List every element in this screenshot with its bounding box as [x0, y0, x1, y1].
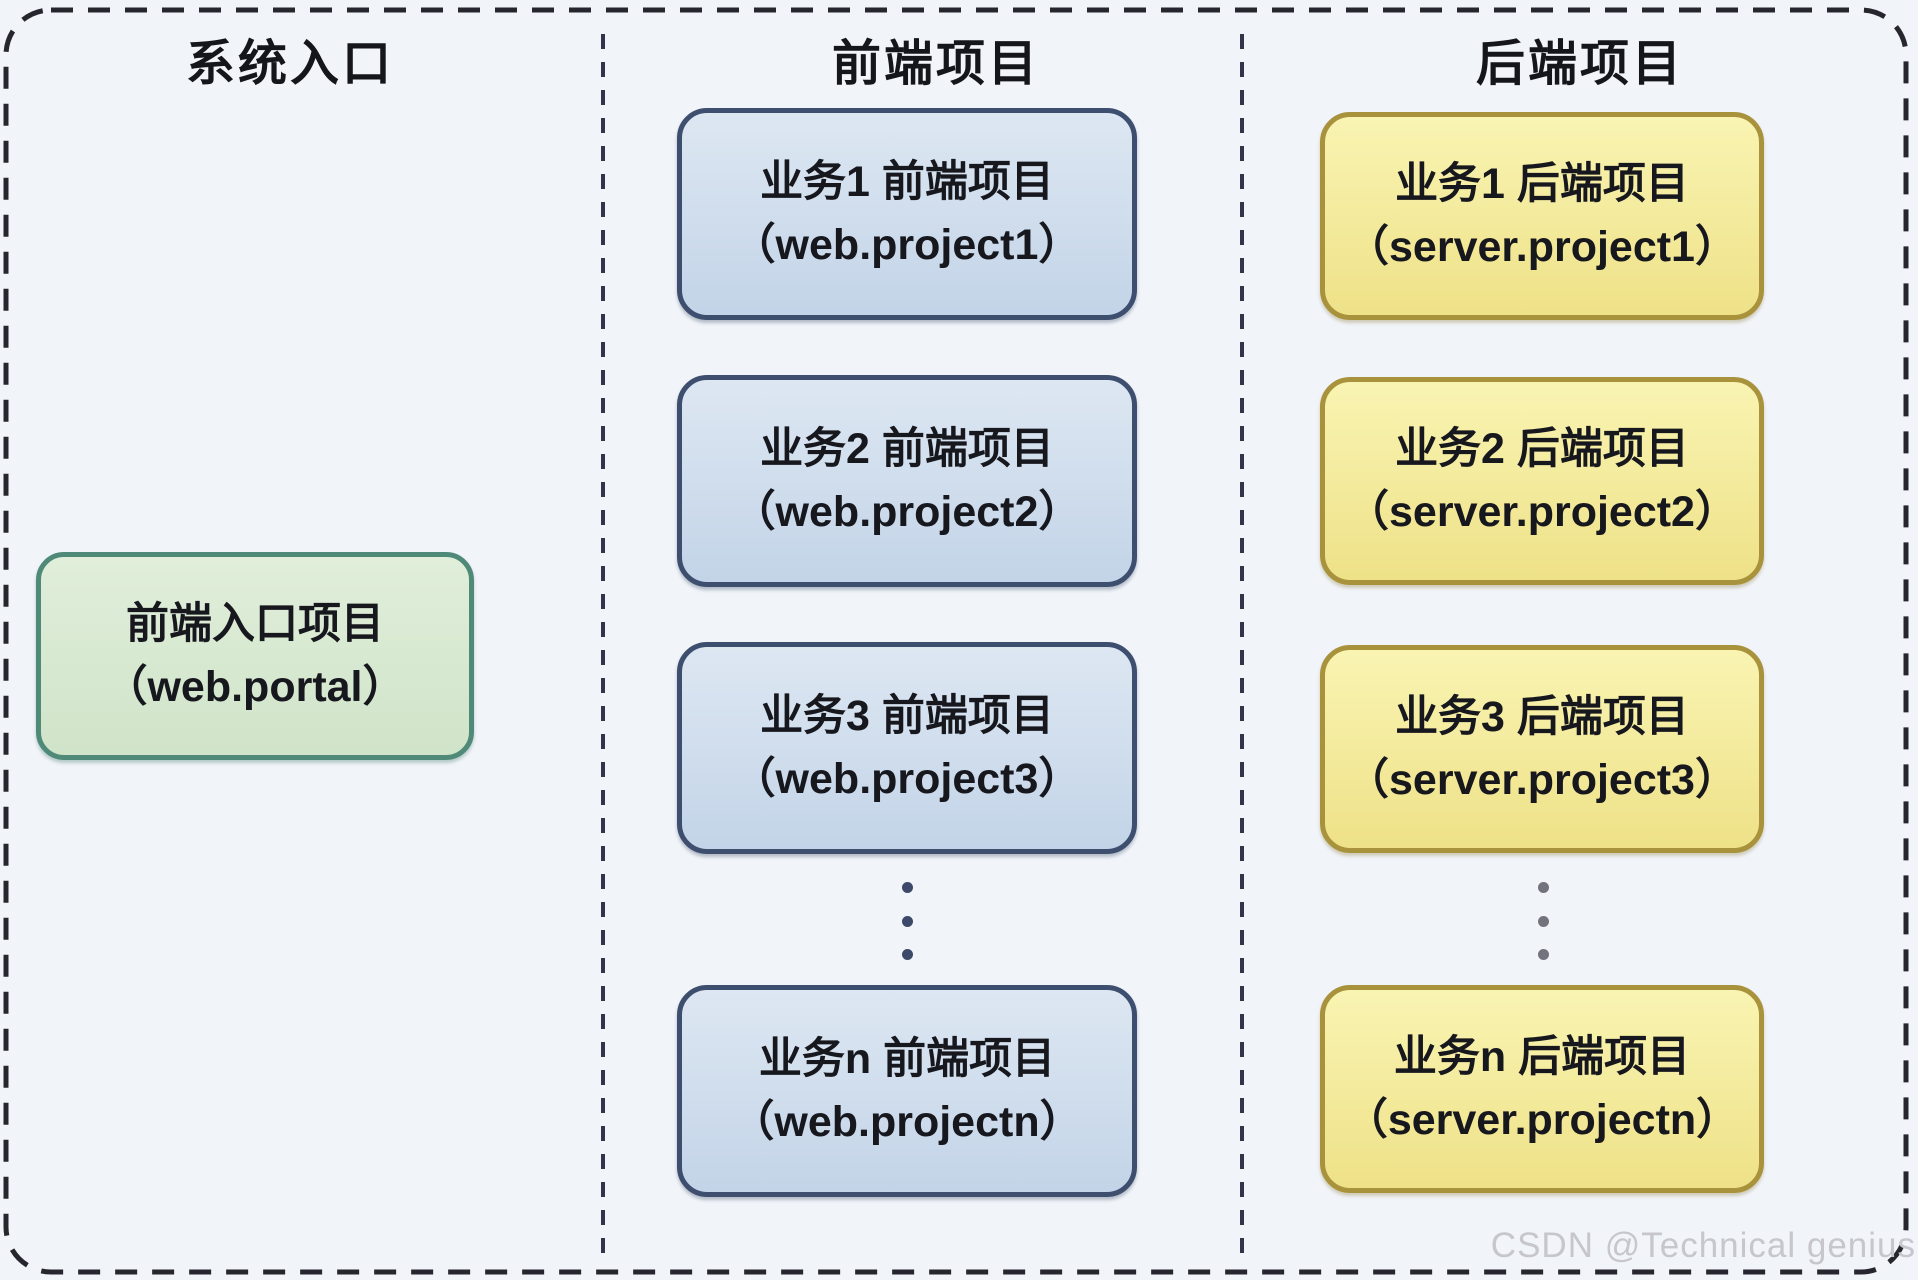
column-header-frontend: 前端项目 [831, 37, 1040, 91]
dot [901, 882, 913, 893]
box-label-line2: （web.project2） [732, 488, 1082, 536]
box-label-line1: 业务1 后端项目 [1395, 160, 1689, 209]
outer-dashed-border [3, 7, 1909, 1275]
box-label-line1: 业务1 前端项目 [760, 158, 1054, 207]
box-label-line1: 业务2 后端项目 [1395, 425, 1689, 474]
frontend-box-n: 业务n 前端项目 （web.projectn） [677, 985, 1137, 1197]
box-label-line1: 业务2 前端项目 [760, 425, 1054, 474]
backend-box-1: 业务1 后端项目 （server.project1） [1320, 112, 1764, 320]
dot [1537, 882, 1549, 893]
dot [901, 949, 913, 960]
dot [901, 915, 913, 927]
column-header-entry: 系统入口 [185, 37, 394, 91]
box-label-line1: 业务n 后端项目 [1393, 1033, 1691, 1082]
backend-box-n: 业务n 后端项目 （server.projectn） [1320, 985, 1764, 1193]
dot [1537, 915, 1549, 927]
box-label-line1: 前端入口项目 [126, 600, 384, 649]
box-label-line2: （server.project1） [1346, 223, 1738, 271]
backend-box-3: 业务3 后端项目 （server.project3） [1320, 645, 1764, 853]
column-header-backend: 后端项目 [1475, 37, 1684, 91]
ellipsis-dots-frontend [901, 882, 913, 960]
dot [1537, 949, 1549, 960]
box-label-line1: 业务n 前端项目 [758, 1035, 1056, 1084]
box-label-line2: （server.project3） [1346, 756, 1738, 804]
box-label-line2: （web.portal） [104, 663, 406, 711]
watermark: CSDN @Technical genius [1490, 1226, 1916, 1265]
ellipsis-dots-backend [1537, 882, 1549, 960]
entry-portal-box: 前端入口项目 （web.portal） [36, 552, 474, 760]
box-label-line2: （web.projectn） [731, 1098, 1083, 1146]
box-label-line2: （web.project1） [732, 221, 1082, 269]
box-label-line2: （web.project3） [732, 755, 1082, 803]
box-label-line1: 业务3 前端项目 [760, 692, 1054, 741]
box-label-line1: 业务3 后端项目 [1395, 693, 1689, 742]
backend-box-2: 业务2 后端项目 （server.project2） [1320, 377, 1764, 585]
box-label-line2: （server.project2） [1346, 488, 1738, 536]
frontend-box-2: 业务2 前端项目 （web.project2） [677, 375, 1137, 587]
box-label-line2: （server.projectn） [1344, 1096, 1740, 1144]
frontend-box-1: 业务1 前端项目 （web.project1） [677, 108, 1137, 320]
frontend-box-3: 业务3 前端项目 （web.project3） [677, 642, 1137, 854]
